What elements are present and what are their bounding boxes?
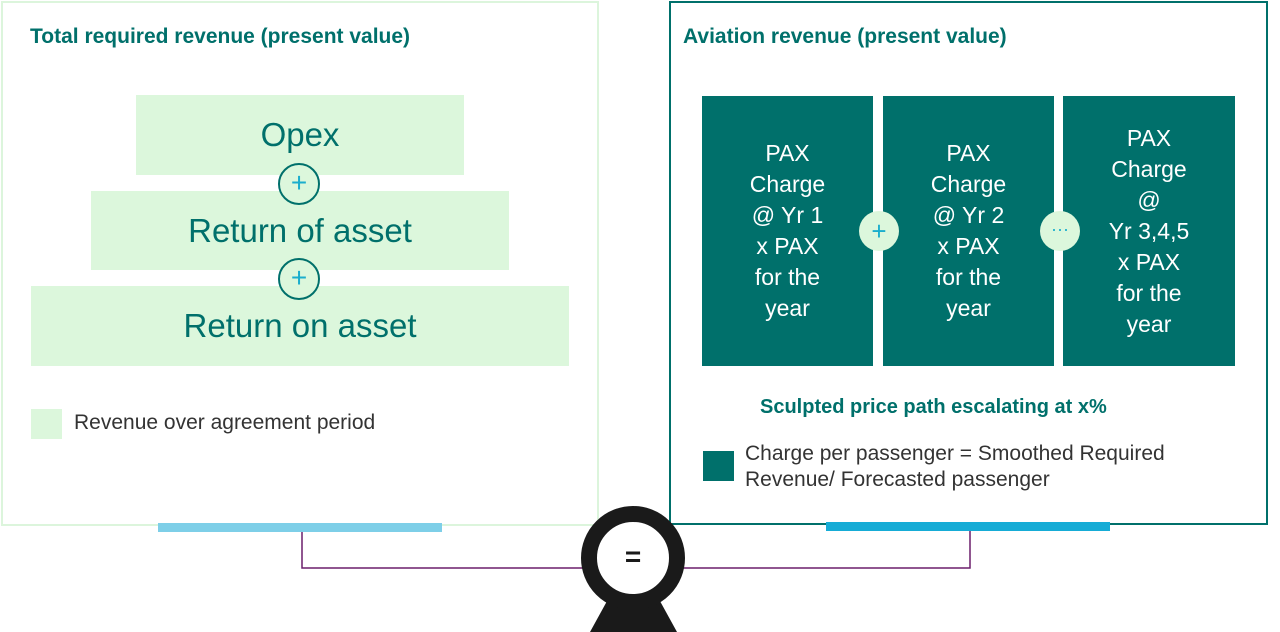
legend-swatch-charge-per-passenger [703,451,734,481]
pax-charge-year-1-label: PAX Charge @ Yr 1 x PAX for the year [749,140,826,321]
panel-title-aviation-revenue: Aviation revenue (present value) [683,25,1007,48]
pax-charge-year-3-5-box: PAX Charge @ Yr 3,4,5 x PAX for the year [1063,96,1235,366]
ellipsis-icon: ··· [1040,211,1080,251]
pax-charge-year-1-box: PAX Charge @ Yr 1 x PAX for the year [702,96,873,366]
scale-pan-left [158,523,442,532]
return-on-asset-box: Return on asset [31,286,569,366]
equals-icon: = [581,506,685,610]
pax-charge-year-2-label: PAX Charge @ Yr 2 x PAX for the year [930,140,1007,321]
plus-icon: + [278,163,320,205]
legend-label-revenue-period: Revenue over agreement period [74,411,376,434]
price-path-subtitle: Sculpted price path escalating at x% [760,396,1107,418]
panel-title-required-revenue: Total required revenue (present value) [30,25,411,48]
pax-charge-year-3-5-label: PAX Charge @ Yr 3,4,5 x PAX for the year [1108,124,1190,337]
scale-pan-right [826,522,1110,531]
opex-box: Opex [136,95,464,175]
pax-charge-year-2-box: PAX Charge @ Yr 2 x PAX for the year [883,96,1054,366]
plus-icon: + [859,211,899,251]
legend-swatch-revenue-period [31,409,62,439]
legend-label-charge-per-passenger: Charge per passenger = Smoothed Required… [745,442,1165,491]
plus-icon: + [278,258,320,300]
